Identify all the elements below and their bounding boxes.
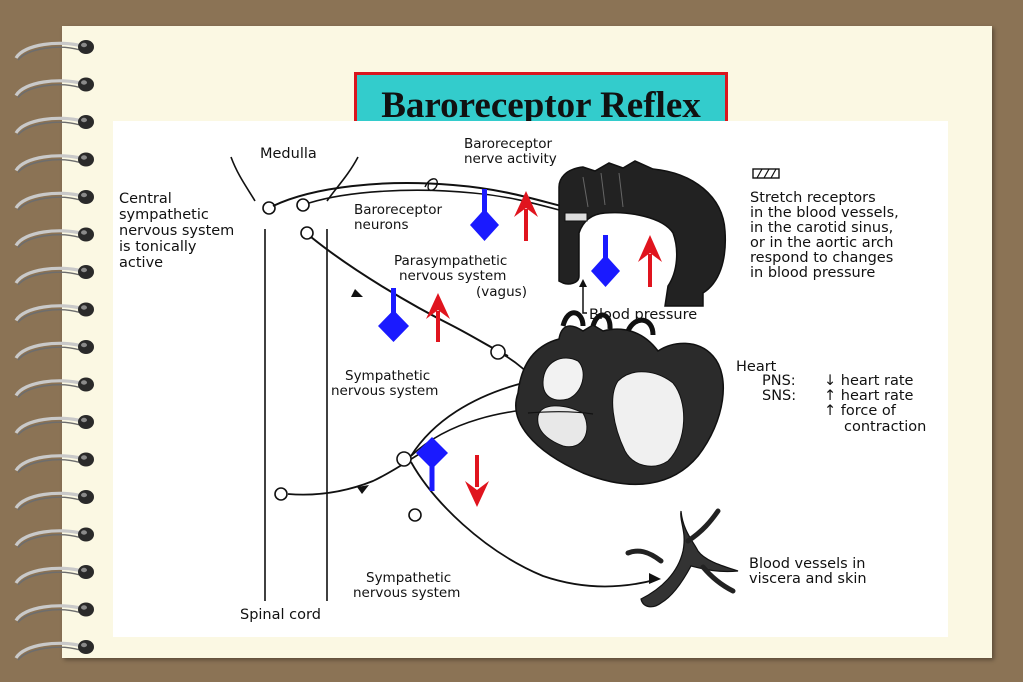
heart-pointer <box>527 411 594 415</box>
binding-ring <box>14 640 94 661</box>
red-down-arrow-icon <box>465 455 489 507</box>
heart-chamber <box>542 357 584 401</box>
binding-ring <box>14 302 94 323</box>
binding-ring <box>14 190 94 211</box>
label-sympathetic: nervous system <box>331 383 438 399</box>
label-parasympathetic: Parasympathetic <box>394 253 507 269</box>
heart-vessel <box>560 310 656 336</box>
baroreceptor-nerve <box>272 182 566 208</box>
aortic-arch <box>558 160 727 307</box>
label-sympathetic: nervous system <box>353 585 460 601</box>
label-sns-effect: ↑ heart rate <box>824 388 914 404</box>
label-parasympathetic: nervous system <box>399 268 506 284</box>
label-baro-neurons: Baroreceptor <box>354 202 442 218</box>
binding-ring <box>14 452 94 473</box>
neuron-body <box>296 198 310 212</box>
neuron-body <box>274 487 288 501</box>
blood-vessel-branch <box>625 508 736 594</box>
binding-ring <box>14 490 94 511</box>
label-sns: SNS: <box>762 388 796 404</box>
binding-ring <box>14 115 94 136</box>
heart-chamber <box>612 371 685 467</box>
label-stretch: respond to changes <box>750 250 893 266</box>
neuron-body <box>300 226 314 240</box>
heart-chamber <box>537 405 588 448</box>
binding-ring <box>14 527 94 548</box>
label-stretch: Stretch receptors <box>750 190 876 206</box>
label-blood-pressure: Blood pressure <box>589 307 697 323</box>
label-stretch: in the blood vessels, <box>750 205 899 221</box>
label-pns: PNS: <box>762 373 796 389</box>
label-nerve-activity: nerve activity <box>464 151 557 167</box>
binding-ring <box>14 415 94 436</box>
sympathetic-ganglion <box>408 508 422 522</box>
label-central: nervous system <box>119 223 234 239</box>
binding-ring <box>14 602 94 623</box>
label-spinal-cord: Spinal cord <box>240 607 321 623</box>
binding-ring <box>14 377 94 398</box>
label-stretch: in blood pressure <box>750 265 875 281</box>
nerve-arrowhead <box>351 289 363 297</box>
medulla-outline <box>230 156 359 202</box>
red-up-arrow-icon <box>514 191 538 241</box>
label-blood-vessels: Blood vessels in <box>749 556 865 572</box>
neuron-body <box>262 201 276 215</box>
label-parasympathetic: (vagus) <box>476 284 527 300</box>
binding-ring <box>14 40 94 61</box>
label-heart: Heart <box>736 359 777 375</box>
nerve-arrowhead <box>357 485 369 494</box>
binding-ring <box>14 152 94 173</box>
label-nerve-activity: Baroreceptor <box>464 136 552 152</box>
label-central: active <box>119 255 163 271</box>
vagus-ganglion <box>490 344 506 360</box>
label-central: Central <box>119 191 172 207</box>
pressure-bracket <box>582 281 587 314</box>
red-up-arrow-icon <box>638 235 662 287</box>
diagram-panel: Medulla Central sympathetic nervous syst… <box>113 121 948 637</box>
spiral-binding-icon <box>14 40 94 661</box>
blood-vessel <box>640 510 739 608</box>
label-sympathetic: Sympathetic <box>345 368 430 384</box>
aortic-hatch <box>564 212 588 222</box>
baroreceptor-diagram: Medulla Central sympathetic nervous syst… <box>119 136 926 623</box>
sympathetic-nerve <box>410 382 524 457</box>
label-baro-neurons: neurons <box>354 217 409 233</box>
label-medulla: Medulla <box>260 146 317 162</box>
binding-ring <box>14 340 94 361</box>
label-central: is tonically <box>119 239 197 255</box>
nerve-arrowhead <box>649 573 661 584</box>
label-pns-effect: ↓ heart rate <box>824 373 914 389</box>
binding-ring <box>14 265 94 286</box>
pressure-arrowhead <box>579 279 587 287</box>
blue-decrease-marker-icon <box>378 288 409 342</box>
nerve-loop <box>424 178 438 192</box>
label-sympathetic: Sympathetic <box>366 570 451 586</box>
sympathetic-nerve <box>410 461 659 588</box>
carotid-texture <box>582 172 624 208</box>
label-stretch: in the carotid sinus, <box>750 220 893 236</box>
label-stretch: or in the aortic arch <box>750 235 893 251</box>
binding-ring <box>14 77 94 98</box>
hatch-legend-lines <box>756 168 777 179</box>
sympathetic-ganglion <box>396 451 412 467</box>
slide-title: Baroreceptor Reflex <box>381 84 701 126</box>
blue-decrease-marker-icon <box>416 437 448 491</box>
label-central: sympathetic <box>119 207 209 223</box>
red-up-arrow-icon <box>426 293 450 342</box>
baroreceptor-nerve <box>308 189 564 212</box>
binding-ring <box>14 565 94 586</box>
label-sns-effect: contraction <box>844 419 926 435</box>
blue-decrease-marker-icon <box>470 189 499 241</box>
blue-decrease-marker-icon <box>591 235 620 287</box>
binding-ring <box>14 227 94 248</box>
label-sns-effect: ↑ force of <box>824 403 897 419</box>
label-blood-vessels: viscera and skin <box>749 571 867 587</box>
